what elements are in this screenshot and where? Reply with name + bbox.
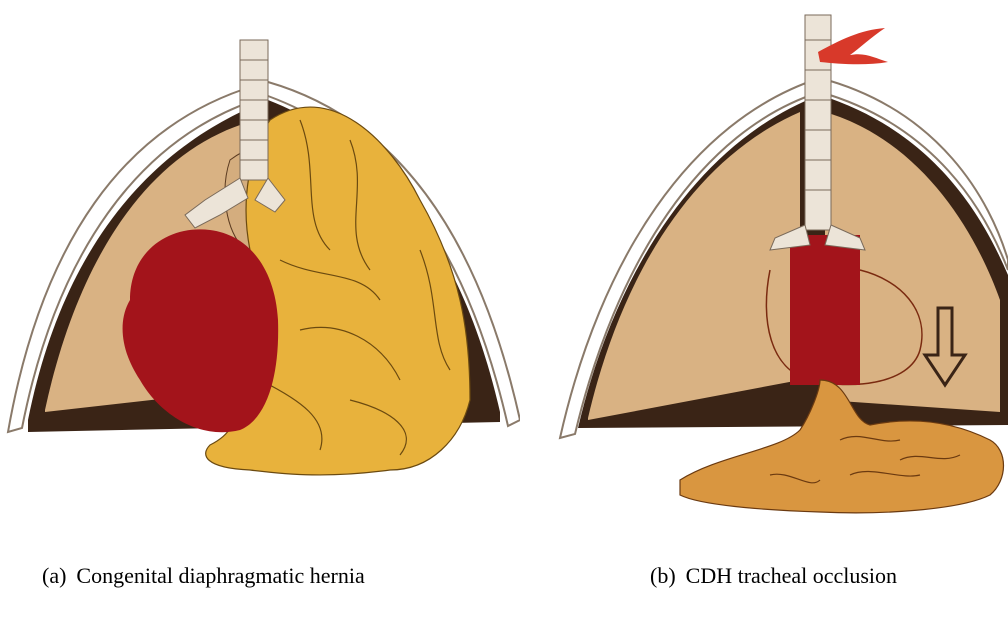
caption-a: (a) Congenital diaphragmatic hernia — [42, 563, 365, 589]
panel-a: (a) Congenital diaphragmatic hernia — [0, 0, 520, 619]
caption-a-text: Congenital diaphragmatic hernia — [76, 563, 364, 588]
panel-b: (b) CDH tracheal occlusion — [520, 0, 1008, 619]
caption-b-text: CDH tracheal occlusion — [686, 563, 897, 588]
caption-b-letter: (b) — [650, 563, 676, 588]
mediastinum — [790, 235, 860, 385]
caption-a-letter: (a) — [42, 563, 66, 588]
caption-b: (b) CDH tracheal occlusion — [650, 563, 897, 589]
cdh-illustration — [0, 0, 520, 540]
occlusion-illustration — [520, 0, 1008, 540]
